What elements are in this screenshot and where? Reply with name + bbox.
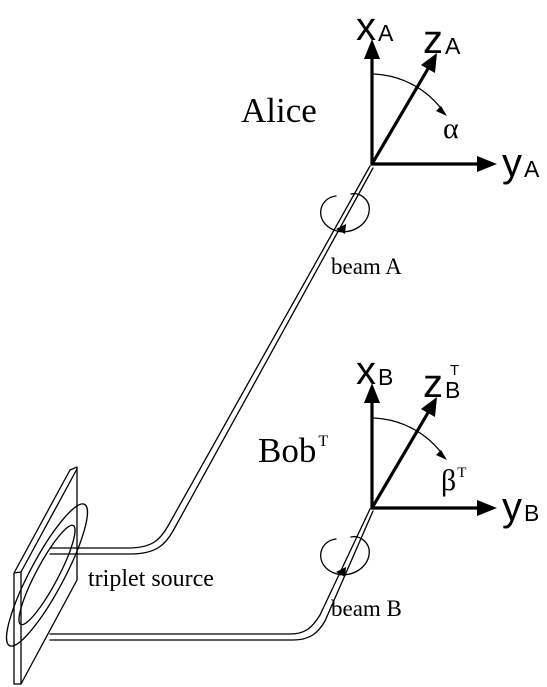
bob-y-base: y [502, 485, 522, 529]
alice-angle-arc [371, 73, 447, 116]
beam-a-fiber [49, 165, 374, 555]
alice-y-base: y [502, 141, 522, 185]
alice-x-sub: A [378, 20, 394, 46]
bob-angle: β [441, 464, 456, 497]
bob-z-sub: B [445, 377, 460, 403]
bob-z-axis [370, 397, 437, 510]
alice-y-label: yA [502, 141, 540, 185]
source-plate [5, 466, 89, 685]
alice-z-base: z [423, 18, 443, 62]
bob-x-base: x [356, 349, 376, 393]
alice-angle-label: α [443, 112, 459, 145]
alice-y-sub: A [524, 156, 540, 182]
source-ring-outer [5, 503, 89, 647]
beam-b-rotation-icon [320, 536, 370, 577]
bob-angle-label: βT [441, 464, 466, 497]
alice-y-axis [370, 156, 497, 172]
bob-x-label: xB [356, 349, 393, 393]
source-ring-inner [18, 524, 76, 626]
bob-x-sub: B [378, 364, 393, 390]
beam-a-rotation-icon [320, 193, 370, 234]
alice-x-axis [364, 39, 380, 166]
bob-y-axis [370, 500, 497, 516]
bob-x-axis [364, 383, 380, 510]
alice-z-label: zA [423, 18, 461, 62]
bob-name: Bob [258, 431, 316, 470]
bob-angle-sup: T [457, 465, 466, 481]
alice-x-base: x [356, 5, 376, 49]
bob-y-sub: B [524, 500, 539, 526]
alice-x-label: xA [356, 5, 394, 49]
bob-y-label: yB [502, 485, 539, 529]
bob-angle-arc [371, 417, 447, 460]
beam-b-label: beam B [331, 596, 402, 621]
bob-z-base: z [423, 362, 443, 406]
bob-z-sup: T [450, 362, 459, 379]
triplet-source-label: triplet source [88, 566, 214, 592]
alice-z-axis [370, 53, 437, 166]
beam-b-fiber [49, 508, 374, 641]
bob-z-label: zB [423, 362, 460, 406]
alice-label: Alice [241, 91, 317, 130]
alice-z-sub: A [445, 33, 461, 59]
bob-name-sup: T [318, 433, 328, 450]
beam-a-label: beam A [331, 254, 402, 279]
